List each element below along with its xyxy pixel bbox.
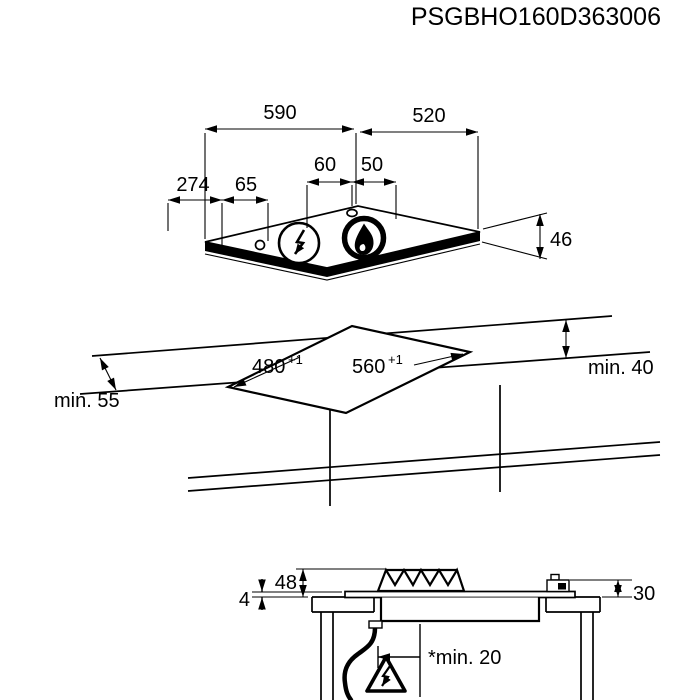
dimension-label: 48 (275, 572, 297, 594)
dimension-label: min. 55 (54, 390, 120, 412)
cable-gland (368, 620, 383, 629)
hob-section (344, 567, 576, 629)
ignition-knob-mark (254, 239, 266, 251)
dimension-label: 4 (239, 589, 250, 611)
cutout-opening (224, 324, 474, 415)
dimension-label: 30 (633, 583, 655, 605)
gas-connection-nut (550, 573, 560, 581)
dimension-line (413, 352, 464, 366)
dim-height-above-worktop: 48 (275, 568, 386, 597)
tolerance-label: +1 (388, 352, 403, 367)
dimension-line (99, 357, 117, 391)
dimension-label: 480 (252, 356, 285, 378)
dim-cutout-depth: 480 +1 (233, 352, 303, 388)
dim-min-bottom-clearance: *min. 20 (377, 624, 501, 697)
flame-icon (354, 223, 374, 255)
hob-bottom-lip (204, 243, 481, 281)
gas-burner-icon (341, 215, 387, 261)
dim-glass-above-worktop: 4 (239, 579, 342, 611)
flame-icon-inner (359, 244, 366, 252)
dim-inlet-position: 60 50 (306, 154, 397, 228)
mains-cable (342, 625, 378, 700)
dim-cutout-width: 560 +1 (352, 352, 464, 378)
burner-pan-support (376, 567, 466, 593)
dim-hob-depth: 520 (360, 105, 479, 229)
dimension-label: 65 (235, 174, 257, 196)
dimension-line (233, 356, 301, 388)
extension-line (482, 212, 548, 230)
dim-hob-height: 46 (481, 212, 572, 260)
dimension-label: 274 (176, 174, 209, 196)
electric-connection-icon (277, 221, 321, 265)
dimension-label: *min. 20 (428, 647, 501, 669)
dim-hob-width: 590 (204, 102, 357, 239)
cabinet-front-top-edge (187, 441, 661, 479)
hob-isometric-view: 590 520 60 50 274 65 (167, 102, 572, 281)
cross-section-view: 48 4 30 *min. 20 (239, 567, 655, 700)
dimension-label: 60 (314, 154, 336, 176)
dim-left-position: 274 65 (167, 174, 269, 245)
dimension-label: 520 (412, 105, 445, 127)
warning-triangle (365, 655, 407, 693)
tolerance-label: +1 (288, 352, 303, 367)
hob-front-edge (205, 232, 480, 277)
dimension-label: 46 (550, 229, 572, 251)
dimension-label: min. 40 (588, 357, 654, 379)
hob-glass (344, 590, 576, 599)
extension-line (481, 241, 548, 260)
worktop-cutout-view: 480 +1 560 +1 min. 55 min. 40 (54, 315, 661, 506)
dimension-label: 590 (263, 102, 296, 124)
gas-connection-detail (558, 583, 566, 590)
hob-tub (379, 597, 541, 623)
cabinet-front-bottom-edge (187, 454, 661, 492)
electrical-hazard-warning-icon (365, 655, 407, 693)
dimension-label: 50 (361, 154, 383, 176)
gas-inlet-mark (346, 208, 358, 218)
lightning-bolt-icon (381, 665, 391, 687)
dim-min-side-clearance: min. 55 (54, 357, 120, 412)
lightning-bolt-icon (293, 229, 306, 255)
dim-min-rear-clearance: min. 40 (562, 320, 654, 379)
dimension-label: 560 (352, 356, 385, 378)
dim-connection-height: 30 (570, 579, 655, 605)
model-number: PSGBHO160D363006 (411, 3, 661, 31)
